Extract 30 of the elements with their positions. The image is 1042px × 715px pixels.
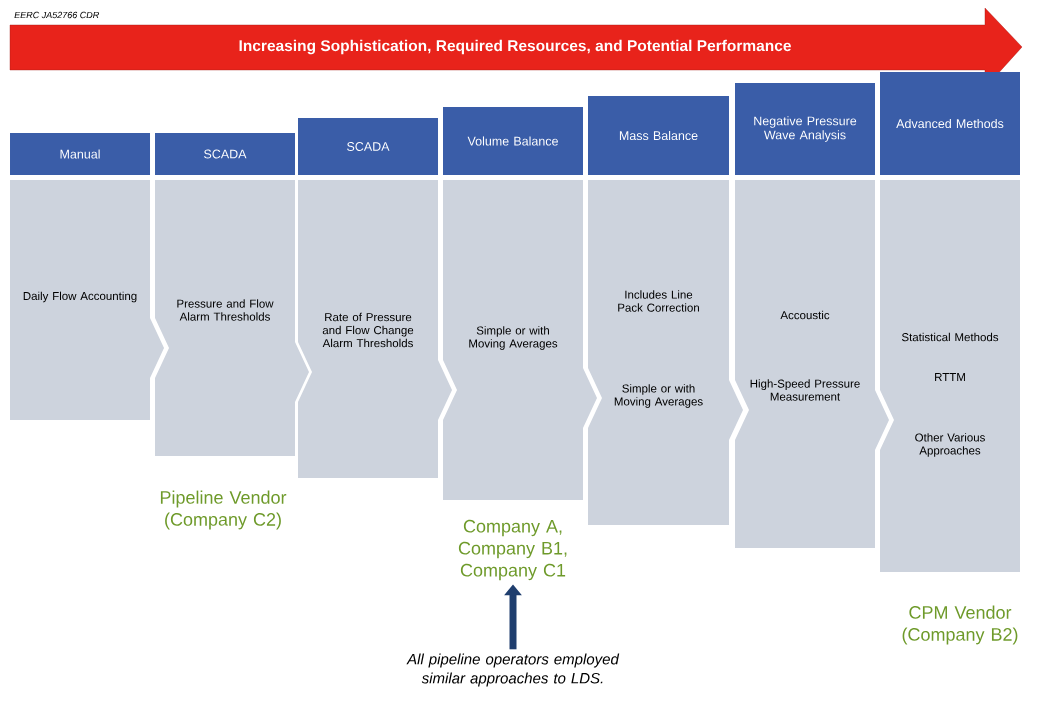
node-label: Daily Flow Accounting [23,291,137,303]
header-box: Volume Balance [443,107,583,175]
node-label: Rate of Pressure and Flow Change Alarm Thresholds [322,312,414,348]
header-box: Negative Pressure Wave Analysis [735,83,875,175]
node-label: Pressure and Flow Alarm Thresholds [177,299,274,321]
stage-panel: Accoustic High-Speed Pressure Measurement [735,180,889,548]
node-label: Other Various Approaches [915,433,985,457]
node-label: Simple or with Moving Averages [469,326,558,350]
file-code: EERC JA52766 CDR [14,11,99,19]
vendor-caption: Company A, Company B1, Company C1 [458,519,567,581]
node-label: Simple or with Moving Averages [614,384,703,408]
stage-panel: Pressure and Flow Alarm Thresholds [155,180,309,456]
node-label: Accoustic [780,310,830,320]
header-box: Manual [10,133,150,175]
node-label: Includes Line Pack Correction [618,290,699,312]
node-label: RTTM [935,373,965,381]
stage-panel: Rate of Pressure and Flow Change Alarm Thresholds [298,180,452,478]
stage-panel: Statistical Methods RTTM Other Various Approaches [880,180,1020,572]
vendor-caption: CPM Vendor (Company B2) [902,605,1018,645]
stage-panel: Includes Line Pack Correction Simple or with Moving Averages [588,180,743,525]
node-label: High-Speed Pressure Measurement [750,379,860,401]
stage-panel: Daily Flow Accounting [10,180,164,420]
note-text: All pipeline operators employed similar approaches to LDS. [406,653,620,687]
vendor-caption: Pipeline Vendor (Company C2) [160,490,287,530]
header-box: Mass Balance [588,96,729,175]
header-box: SCADA [155,133,295,175]
header-box: Advanced Methods [880,72,1020,175]
header-box: SCADA [298,118,438,175]
node-label: Statistical Methods [901,332,999,342]
stage-panel: Simple or with Moving Averages [443,180,597,500]
